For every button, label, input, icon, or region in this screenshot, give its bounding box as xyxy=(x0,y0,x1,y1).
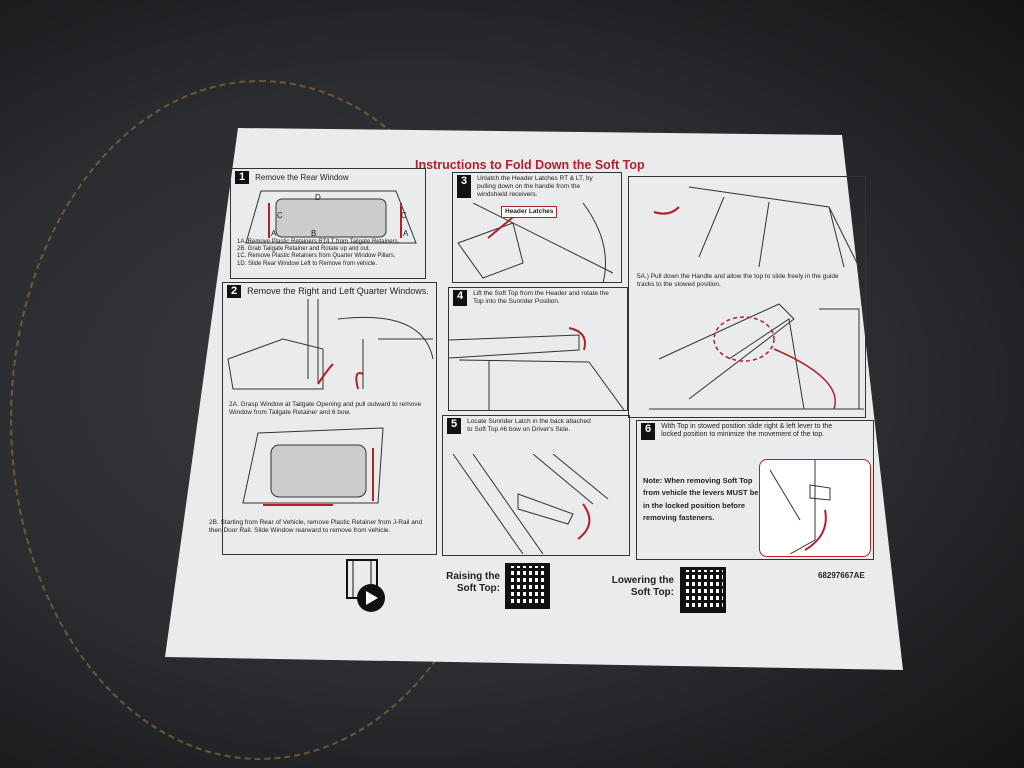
quarter-window-diagram xyxy=(227,299,434,390)
lever-diagram xyxy=(769,460,831,554)
step-3-text: Unlatch the Header Latches RT & LT, by p… xyxy=(477,175,593,198)
step-5-text: Locate Sunrider Latch in the back attach… xyxy=(467,418,591,433)
raising-label: Raising the Soft Top: xyxy=(446,571,500,594)
label-b: B xyxy=(311,229,317,238)
label-d: D xyxy=(315,193,321,202)
lowering-qr-code[interactable] xyxy=(680,567,726,613)
raising-qr-code[interactable] xyxy=(505,563,550,609)
lever-detail-box xyxy=(759,459,871,557)
stowed-top-diagram xyxy=(649,303,864,410)
top-frame-diagram xyxy=(653,186,860,267)
step-2a-text: 2A. Grasp Window at Tailgate Opening and… xyxy=(229,401,422,416)
lowering-label: Lowering the Soft Top: xyxy=(611,575,674,598)
sunrider-latch-diagram xyxy=(452,454,609,554)
window-slide-diagram xyxy=(242,427,384,506)
step-2-title: Remove the Right and Left Quarter Window… xyxy=(247,286,429,296)
step-5a-text: 5A.) Pull down the Handle and allow the … xyxy=(637,273,839,288)
step-1-title: Remove the Rear Window xyxy=(255,173,349,182)
step-2b-text: 2B. Starting from Rear of Vehicle, remov… xyxy=(209,519,423,534)
step-6-note: Note: When removing Soft Top from vehicl… xyxy=(643,476,759,523)
step-1-text: 1A. Remove Plastic Retainers RT/LT from … xyxy=(237,239,400,267)
sunrider-diagram xyxy=(449,327,625,410)
rear-window-diagram xyxy=(245,190,417,244)
step-5a-panel: 5A.) Pull down the Handle and allow the … xyxy=(628,176,866,418)
label-a-right: A xyxy=(403,229,409,238)
header-latches-callout: Header Latches xyxy=(501,206,558,218)
label-a-left: A xyxy=(271,229,277,238)
label-c-right: C xyxy=(401,211,407,220)
part-number: 68297667AE xyxy=(818,571,865,580)
step-4-text: Lift the Soft Top from the Header and ro… xyxy=(473,290,609,305)
card-title: Instructions to Fold Down the Soft Top xyxy=(415,158,645,172)
step-6-text: With Top in stowed position slide right … xyxy=(661,423,833,439)
video-play-icon[interactable] xyxy=(345,558,387,614)
label-c-left: C xyxy=(277,211,283,220)
